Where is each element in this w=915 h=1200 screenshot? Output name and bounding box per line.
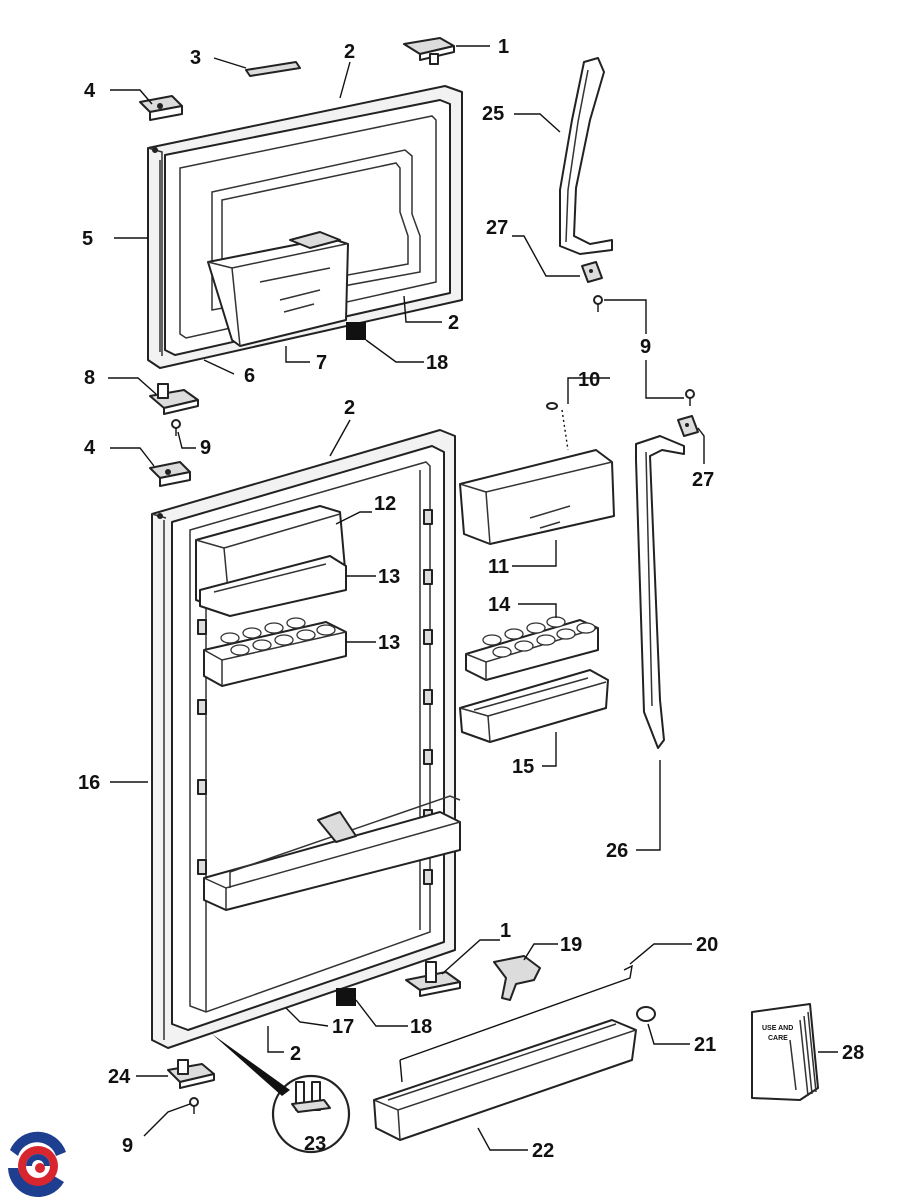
handle-bracket-upper xyxy=(581,261,603,283)
hinge-cover-top xyxy=(403,37,455,65)
callout-8: 8 xyxy=(84,367,95,389)
egg-tray xyxy=(465,616,599,681)
callout-24: 24 xyxy=(108,1066,131,1088)
lower-door-shelf xyxy=(373,1019,637,1141)
door-magnet-lower xyxy=(336,988,356,1006)
callout-15: 15 xyxy=(512,756,534,778)
callout-1-bottom: 1 xyxy=(500,920,511,942)
callout-12: 12 xyxy=(374,493,396,515)
callout-26: 26 xyxy=(606,840,628,862)
callout-13-upper: 13 xyxy=(378,566,400,588)
callout-9-bottom: 9 xyxy=(122,1135,133,1157)
callout-9-center: 9 xyxy=(200,437,211,459)
dairy-compartment xyxy=(195,505,347,617)
callout-9-handle: 9 xyxy=(640,336,651,358)
door-trim-strip xyxy=(245,61,301,77)
door-gallon-bin xyxy=(203,795,461,911)
callout-25: 25 xyxy=(482,103,504,125)
hinge-cover-bottom xyxy=(405,961,461,997)
callout-10: 10 xyxy=(578,369,600,391)
booklet-title-line1: USE AND xyxy=(762,1025,793,1032)
callout-1-top: 1 xyxy=(498,36,509,58)
screw-center-hinge xyxy=(171,419,181,436)
callout-3: 3 xyxy=(190,47,201,69)
screw-handle-mid xyxy=(685,389,695,406)
egg-tray-shelf xyxy=(203,617,347,687)
screw-handle-top xyxy=(593,295,603,312)
callout-6: 6 xyxy=(244,365,255,387)
callout-18-lower: 18 xyxy=(410,1016,432,1038)
door-bin-small xyxy=(459,669,609,743)
callout-23: 23 xyxy=(304,1133,326,1155)
callout-19: 19 xyxy=(560,934,582,956)
shelf-end-cap xyxy=(636,1006,656,1022)
center-hinge xyxy=(149,383,199,415)
callout-18-upper: 18 xyxy=(426,352,448,374)
hinge-cover-middle xyxy=(149,461,191,487)
callout-22: 22 xyxy=(532,1140,554,1162)
callout-4-upper: 4 xyxy=(84,80,96,102)
hinge-cover-upper xyxy=(139,95,183,121)
wire-shelf-retainer xyxy=(399,964,633,1083)
callout-21: 21 xyxy=(694,1034,716,1056)
bottom-hinge xyxy=(167,1059,215,1089)
callout-11: 11 xyxy=(488,556,509,578)
use-and-care-booklet: USE AND CARE xyxy=(751,1003,819,1101)
door-magnet-upper xyxy=(346,322,366,340)
callout-2-freezer-top: 2 xyxy=(344,41,355,63)
freezer-door-shelf xyxy=(207,231,349,347)
callout-27-lower: 27 xyxy=(692,469,714,491)
bin-screw xyxy=(546,402,569,451)
callout-17: 17 xyxy=(332,1016,354,1038)
hinge-pin-detail xyxy=(212,1034,351,1154)
screw-lower-hinge xyxy=(189,1097,199,1114)
booklet-title-line2: CARE xyxy=(768,1035,788,1042)
callout-20: 20 xyxy=(696,934,718,956)
brand-logo-icon xyxy=(6,1131,70,1198)
callout-2-fresh-bottom: 2 xyxy=(290,1043,301,1065)
callout-28: 28 xyxy=(842,1042,864,1064)
handle-bracket-lower xyxy=(677,415,699,437)
door-bin-upper xyxy=(459,449,615,545)
leader-lines xyxy=(108,45,838,1151)
callout-7: 7 xyxy=(316,352,327,374)
callout-2-freezer-bottom: 2 xyxy=(448,312,459,334)
callout-14: 14 xyxy=(488,594,511,616)
freezer-door-handle xyxy=(559,57,613,255)
door-stop-clip xyxy=(493,955,541,1001)
fresh-food-door-handle xyxy=(635,435,685,749)
callout-13-lower: 13 xyxy=(378,632,400,654)
callout-5: 5 xyxy=(82,228,93,250)
callout-4-middle: 4 xyxy=(84,437,96,459)
callout-27-upper: 27 xyxy=(486,217,508,239)
callout-2-fresh-top: 2 xyxy=(344,397,355,419)
callouts: 1 2 3 4 5 2 6 7 18 25 27 9 10 27 8 9 4 2… xyxy=(78,36,864,1162)
callout-16: 16 xyxy=(78,772,100,794)
